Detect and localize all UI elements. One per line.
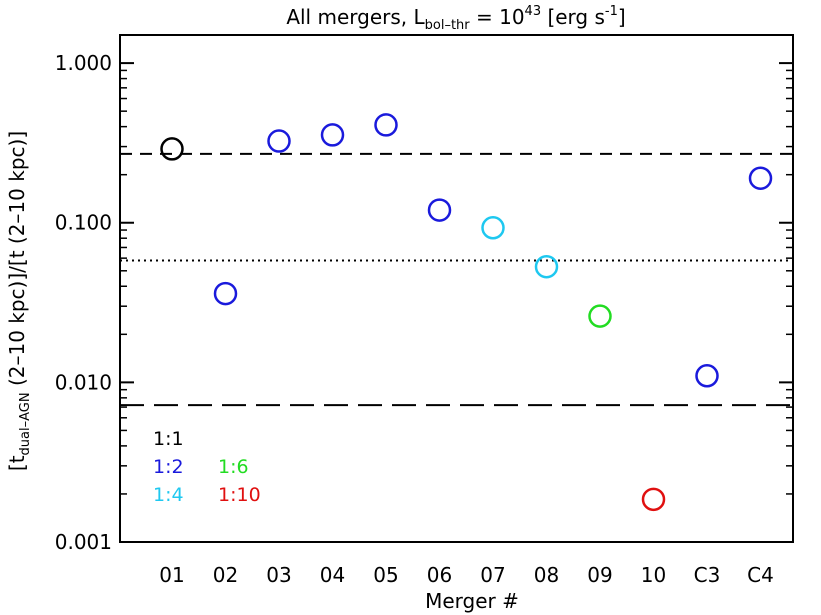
legend-entry: 1:2: [153, 456, 184, 478]
x-axis-label: Merger #: [425, 589, 519, 613]
data-point-C4: [748, 166, 773, 190]
legend-entry: 1:10: [218, 484, 261, 506]
x-tick-label: 01: [159, 563, 184, 587]
axis-ticks: 0.001 0.010 0.100 1.000 01 02 03 04 05 06 07 08 09 10…: [55, 51, 793, 587]
x-tick-label: 06: [427, 563, 452, 587]
y-axis-label: [tdual–AGN (2–10 kpc)]/[t (2–10 kpc)]: [5, 131, 33, 471]
data-point-10: [641, 487, 666, 512]
data-point-06: [427, 198, 452, 222]
data-points: [160, 113, 773, 512]
x-tick-label: C4: [747, 563, 774, 587]
data-point-08: [534, 255, 559, 279]
legend-entry: 1:4: [153, 484, 184, 506]
data-point-05: [374, 113, 398, 137]
x-tick-label: 08: [534, 563, 559, 587]
data-point-01: [160, 137, 184, 161]
x-tick-label: 05: [373, 563, 398, 587]
data-point-02: [213, 281, 238, 306]
x-tick-label: 07: [480, 563, 505, 587]
x-tick-label: 10: [641, 563, 666, 587]
legend-entry: 1:6: [218, 456, 249, 478]
x-tick-label: 09: [587, 563, 612, 587]
reference-lines: [120, 152, 793, 407]
data-point-04: [320, 123, 345, 147]
data-point-09: [588, 304, 612, 328]
data-point-03: [267, 129, 291, 153]
x-tick-label: 02: [213, 563, 238, 587]
x-tick-label: 03: [266, 563, 291, 587]
x-tick-label: C3: [694, 563, 721, 587]
data-point-C3: [695, 364, 719, 388]
y-tick-label: 0.001: [55, 530, 112, 554]
y-tick-label: 1.000: [55, 51, 112, 75]
legend: 1:1 1:2 1:4 1:6 1:10: [153, 428, 261, 506]
y-tick-label: 0.010: [55, 370, 112, 394]
y-tick-label: 0.100: [55, 211, 112, 235]
data-point-07: [481, 216, 505, 240]
chart-title: All mergers, Lbol–thr = 1043 [erg s-1]: [286, 4, 625, 33]
legend-entry: 1:1: [153, 428, 184, 450]
x-tick-label: 04: [320, 563, 345, 587]
plot-frame: [119, 34, 794, 543]
